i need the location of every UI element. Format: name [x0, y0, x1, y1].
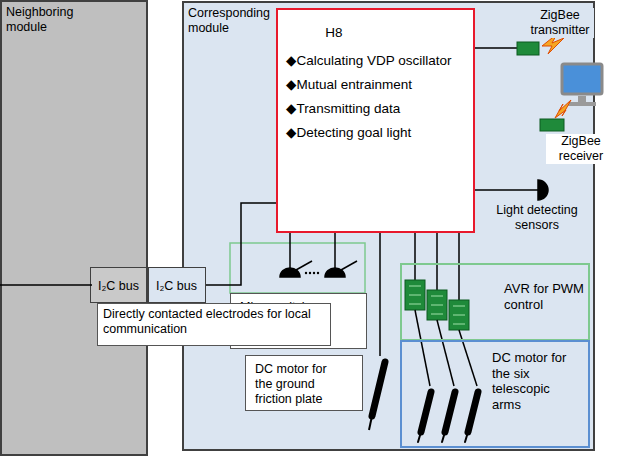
pc-base	[568, 102, 596, 106]
motor-wire	[437, 320, 454, 386]
sensor-wire	[475, 189, 538, 191]
pc-monitor	[562, 64, 602, 94]
node-item: ◆Transmitting data	[286, 97, 467, 121]
module-panel: Neighboring moduleI₂C bus	[0, 0, 148, 456]
light-sensor	[538, 180, 548, 200]
pwm-wire	[458, 233, 460, 300]
node-label: AVR for PWM control	[500, 265, 592, 312]
node-label: Corresponding module	[184, 3, 276, 36]
part-label: ZigBee receiver	[546, 134, 616, 164]
bus-box: I₂C bus	[90, 267, 147, 303]
radio-signal	[555, 100, 571, 118]
pwm-wire	[436, 233, 438, 290]
pwm-wire	[414, 233, 416, 280]
bus-wire	[0, 284, 92, 286]
switch-lever	[296, 261, 312, 270]
motor-shaft	[369, 416, 372, 430]
node-label: I₂C bus	[94, 276, 143, 294]
motor-wire	[459, 330, 477, 386]
node-label: DC motor for the ground friction plate	[251, 359, 343, 407]
node-item: ◆Calculating VDP oscillator	[286, 49, 467, 73]
dc-motor	[372, 362, 385, 416]
node-label: Directly contacted electrodes for local …	[103, 307, 325, 337]
part-label: ZigBee transmitter	[526, 8, 594, 38]
node-item: ◆Detecting goal light	[286, 121, 467, 145]
pc-stand	[578, 96, 586, 102]
bus-connector	[206, 203, 276, 285]
note-box: DC motor for the ground friction plate	[245, 355, 363, 411]
controller-group-box: AVR for PWM control	[400, 263, 590, 341]
node-item: ◆Mutual entrainment	[286, 73, 467, 97]
note-box: Directly contacted electrodes for local …	[97, 303, 331, 346]
bus-box: I₂C bus	[148, 267, 206, 303]
switch-wire	[334, 233, 336, 268]
part-label: Light detecting sensors	[483, 203, 591, 233]
zigbee-transmitter-chip	[517, 42, 539, 55]
ellipsis-dots	[305, 272, 319, 274]
node-label: H8	[286, 18, 378, 45]
node-label: DC motor for the six telescopic arms	[488, 342, 580, 412]
motor-wire	[415, 310, 430, 386]
arm-motor	[418, 392, 478, 442]
node-label: I₂C bus	[152, 276, 202, 294]
microcontroller-box: H8 ◆Calculating VDP oscillator◆Mutual ent…	[276, 8, 475, 233]
motor-group-box: DC motor for the six telescopic arms	[400, 340, 590, 448]
motor-wire	[379, 233, 381, 356]
zigbee-receiver-chip	[540, 119, 564, 131]
radio-wire	[475, 47, 517, 49]
switch-group-box	[230, 243, 365, 293]
switch-lever	[341, 261, 357, 270]
switch-wire	[289, 233, 291, 268]
node-label: Neighboring module	[2, 2, 94, 35]
